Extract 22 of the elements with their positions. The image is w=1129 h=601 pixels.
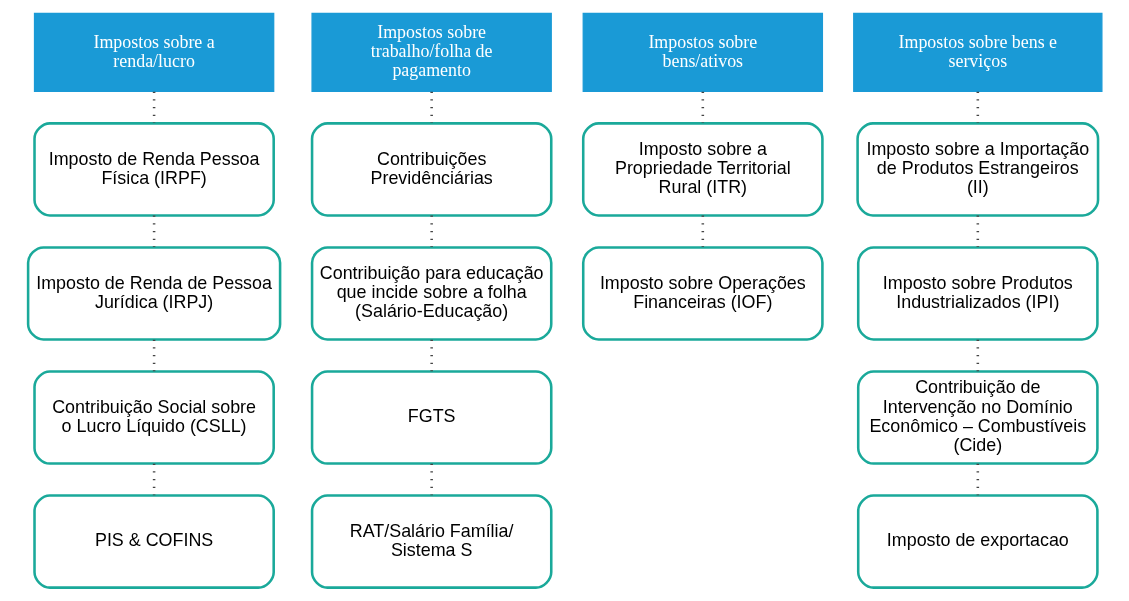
node-box: Imposto sobre Operações Financeiras (IOF): [581, 246, 824, 341]
node-box: Imposto sobre a Propriedade Territorial Rural (ITR): [581, 122, 824, 217]
node-box: RAT/Salário Família/ Sistema S: [310, 494, 553, 589]
node-box: Impostos sobre a renda/lucro: [33, 12, 274, 92]
node-box: Contribuição para educação que incide sobre a folha (Salário-Educação): [310, 246, 553, 341]
node-box: Imposto de exportacao: [856, 494, 1099, 589]
node-box: FGTS: [310, 370, 553, 465]
node-box: Impostos sobre bens/ativos: [582, 12, 823, 92]
connector: [152, 91, 155, 123]
node-box: Contribuições Previdênciárias: [310, 122, 553, 217]
connector: [976, 91, 979, 123]
node-box: Imposto sobre a Importação de Produtos Estrangeiros (II): [855, 122, 1099, 217]
connector: [701, 91, 704, 123]
node-box: Imposto de Renda de Pessoa Jurídica (IRPJ): [26, 246, 281, 341]
node-box: Impostos sobre bens e serviços: [852, 12, 1103, 92]
node-box: Imposto de Renda Pessoa Física (IRPF): [32, 122, 275, 217]
node-box: PIS & COFINS: [32, 494, 275, 589]
connector: [429, 91, 433, 123]
node-box: Impostos sobre trabalho/folha de pagamento: [310, 12, 552, 92]
node-box: Imposto sobre Produtos Industrializados (IPI): [856, 246, 1099, 341]
node-box: Contribuição de Intervenção no Domínio Econômico – Combustíveis (Cide): [856, 370, 1099, 465]
node-box: Contribuição Social sobre o Lucro Líquido (CSLL): [32, 370, 275, 465]
